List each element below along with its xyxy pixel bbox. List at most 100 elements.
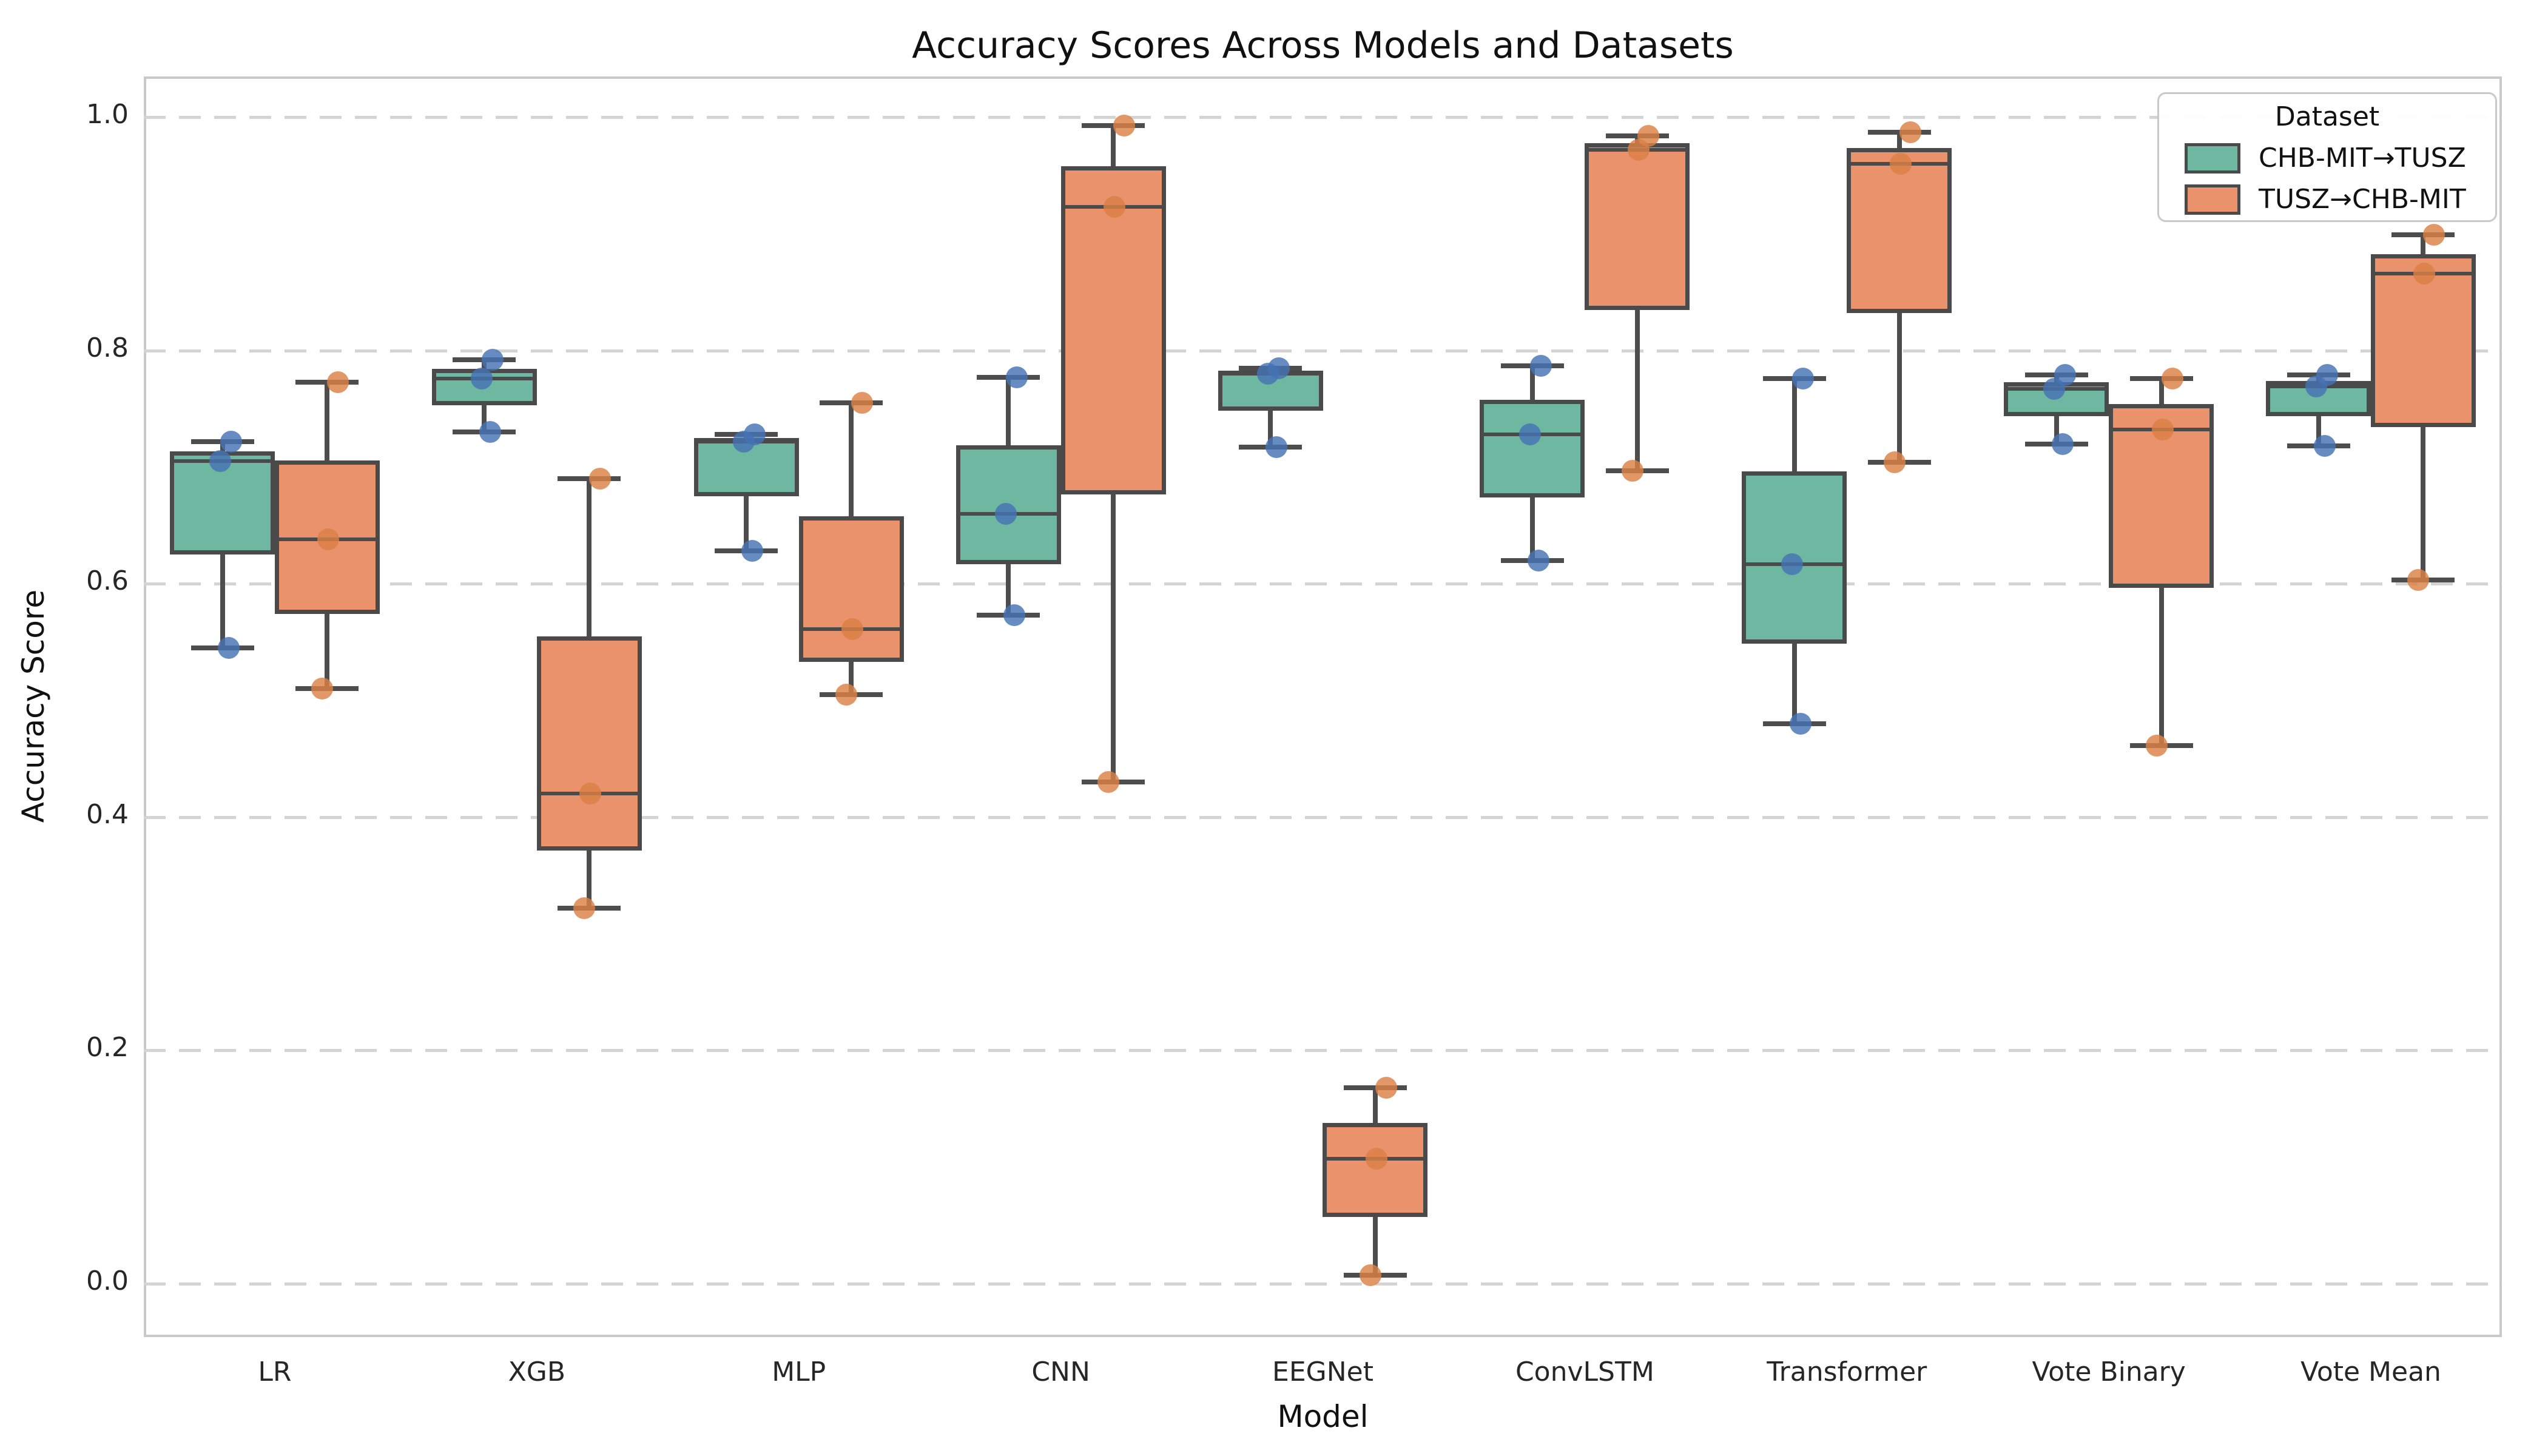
data-point — [1113, 114, 1135, 136]
data-point — [1268, 357, 1290, 379]
gridline — [144, 1049, 2502, 1053]
data-point — [835, 683, 858, 706]
data-point — [482, 349, 504, 371]
data-point — [2316, 364, 2338, 386]
x-tick-label: XGB — [508, 1357, 566, 1387]
legend: Dataset CHB-MIT→TUSZ TUSZ→CHB-MIT — [2157, 92, 2497, 222]
whisker-upper — [849, 403, 854, 516]
whisker-upper — [2159, 378, 2164, 405]
legend-title: Dataset — [2274, 101, 2380, 132]
whisker-lower — [849, 661, 854, 695]
data-point — [1518, 423, 1541, 446]
data-point — [1621, 459, 1643, 482]
data-point — [744, 423, 766, 446]
data-point — [2407, 569, 2430, 592]
data-point — [1637, 125, 1659, 147]
legend-entry: TUSZ→CHB-MIT — [2159, 184, 2495, 215]
boxplot-box — [1847, 148, 1952, 314]
data-point — [1527, 549, 1549, 571]
legend-entry: CHB-MIT→TUSZ — [2159, 143, 2495, 174]
whisker-upper — [1896, 132, 1902, 149]
data-point — [311, 678, 334, 700]
whisker-upper — [1791, 378, 1797, 471]
data-point — [220, 430, 242, 453]
x-tick-label: MLP — [772, 1357, 826, 1387]
x-tick-label: EEGNet — [1272, 1357, 1373, 1387]
whisker-lower — [1529, 497, 1535, 561]
data-point — [1006, 366, 1028, 388]
data-point — [995, 502, 1017, 525]
whisker-lower — [2159, 587, 2164, 746]
data-point — [471, 367, 493, 389]
data-point — [1889, 153, 1912, 175]
data-point — [327, 371, 349, 393]
whisker-upper — [1529, 365, 1535, 400]
whisker-lower — [2421, 426, 2426, 581]
data-point — [579, 783, 602, 805]
whisker-lower — [1791, 644, 1797, 724]
y-tick-label: 0.6 — [86, 565, 129, 597]
x-axis-label: Model — [1277, 1399, 1369, 1434]
y-tick-label: 0.0 — [86, 1265, 129, 1296]
data-point — [1781, 553, 1803, 575]
whisker-upper — [1111, 125, 1116, 166]
data-point — [2151, 419, 2174, 441]
gridline — [144, 1282, 2502, 1286]
whisker-lower — [1372, 1217, 1378, 1276]
data-point — [479, 421, 502, 443]
whisker-lower — [2054, 416, 2059, 444]
whisker-lower — [2316, 416, 2321, 447]
whisker-lower — [1896, 313, 1902, 463]
whisker-lower — [1006, 564, 1011, 616]
x-tick-label: CNN — [1031, 1357, 1090, 1387]
whisker-upper — [1372, 1087, 1378, 1124]
data-point — [2161, 367, 2183, 389]
data-point — [1359, 1264, 1381, 1287]
boxplot-box — [536, 636, 642, 851]
data-point — [1899, 121, 1921, 144]
data-point — [2054, 364, 2076, 386]
whisker-upper — [325, 382, 330, 461]
boxplot-box — [798, 516, 904, 662]
data-point — [317, 528, 340, 551]
data-point — [1266, 436, 1288, 459]
x-tick-label: Vote Binary — [2032, 1357, 2186, 1387]
y-tick-label: 0.8 — [86, 332, 129, 363]
gridline — [144, 116, 2502, 120]
whisker-lower — [1634, 310, 1640, 471]
whisker-lower — [220, 554, 225, 648]
whisker-upper — [587, 479, 592, 636]
x-tick-label: LR — [258, 1357, 292, 1387]
data-point — [841, 618, 864, 641]
boxplot-box — [1323, 1123, 1428, 1217]
boxplot-box — [1585, 143, 1690, 311]
whisker-lower — [744, 496, 749, 551]
boxplot-box — [1060, 166, 1166, 495]
whisker-lower — [1268, 410, 1273, 448]
legend-entry-label: CHB-MIT→TUSZ — [2259, 143, 2466, 174]
data-point — [2423, 224, 2445, 246]
whisker-upper — [2421, 235, 2426, 255]
data-point — [851, 392, 874, 414]
x-tick-label: ConvLSTM — [1515, 1357, 1654, 1387]
whisker-lower — [325, 614, 330, 689]
gridline — [144, 582, 2502, 586]
whisker-lower — [482, 405, 487, 433]
legend-swatch — [2185, 184, 2240, 215]
data-point — [573, 897, 596, 919]
whisker-upper — [1006, 377, 1011, 446]
data-point — [1104, 196, 1125, 218]
data-point — [589, 468, 612, 490]
data-point — [2413, 262, 2436, 285]
data-point — [1883, 451, 1906, 474]
data-point — [209, 450, 231, 473]
y-tick-label: 0.2 — [86, 1032, 129, 1063]
gridline — [144, 815, 2502, 819]
whisker-lower — [587, 851, 592, 908]
x-tick-label: Transformer — [1767, 1357, 1927, 1387]
data-point — [1375, 1076, 1397, 1099]
data-point — [1789, 712, 1812, 735]
data-point — [741, 540, 764, 562]
